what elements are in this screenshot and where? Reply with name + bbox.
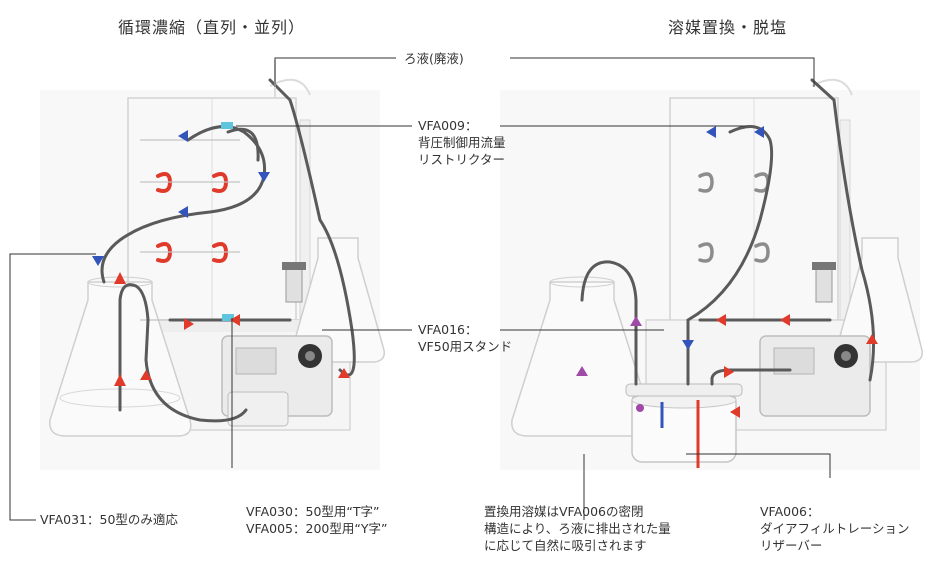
label-vfa031: VFA031：50型のみ適応 <box>40 512 178 527</box>
label-vfa005: VFA005：200型用“Y字” <box>246 521 388 536</box>
label-vfa016: VFA016： VF50用スタンド <box>418 321 512 355</box>
label-vfa009: VFA009： 背圧制御用流量 リストリクター <box>418 117 506 168</box>
left-assembly <box>40 60 385 470</box>
title-left: 循環濃縮（直列・並列） <box>118 18 306 37</box>
label-replacement-solvent: 置換用溶媒はVFA006の密閉 構造により、ろ液に排出された量 に応じて自然に吸… <box>484 503 671 554</box>
connector-left-bottom <box>222 314 234 321</box>
label-replacement-line2: 構造により、ろ液に排出された量 <box>484 521 671 536</box>
label-vfa006: VFA006： ダイアフィルトレーション リザーバー <box>760 503 910 554</box>
connector-left-top <box>221 122 233 129</box>
label-vfa016-line1: VFA016： <box>418 322 478 337</box>
title-right: 溶媒置換・脱塩 <box>668 18 788 37</box>
label-vfa009-line2: 背圧制御用流量 <box>418 135 506 150</box>
label-vfa009-line3: リストリクター <box>418 152 506 167</box>
label-filtrate: ろ液(廃液) <box>402 50 466 67</box>
label-replacement-line3: に応じて自然に吸引されます <box>484 538 647 553</box>
clips-right <box>698 172 770 263</box>
label-vfa009-line1: VFA009： <box>418 118 478 133</box>
flow-arrows-right <box>576 126 878 418</box>
label-vfa006-line1: VFA006： <box>760 504 820 519</box>
right-assembly <box>500 78 923 470</box>
label-vfa016-line2: VF50用スタンド <box>418 339 513 354</box>
leader-lines <box>9 57 831 521</box>
label-vfa030-vfa005: VFA030：50型用“T字” VFA005：200型用“Y字” <box>246 503 387 537</box>
label-vfa030: VFA030：50型用“T字” <box>246 504 380 519</box>
flow-arrows-left <box>92 130 350 386</box>
label-vfa006-line2: ダイアフィルトレーション <box>760 521 910 536</box>
label-replacement-line1: 置換用溶媒はVFA006の密閉 <box>484 504 644 519</box>
tubing-left <box>100 78 356 423</box>
label-vfa006-line3: リザーバー <box>760 538 823 553</box>
